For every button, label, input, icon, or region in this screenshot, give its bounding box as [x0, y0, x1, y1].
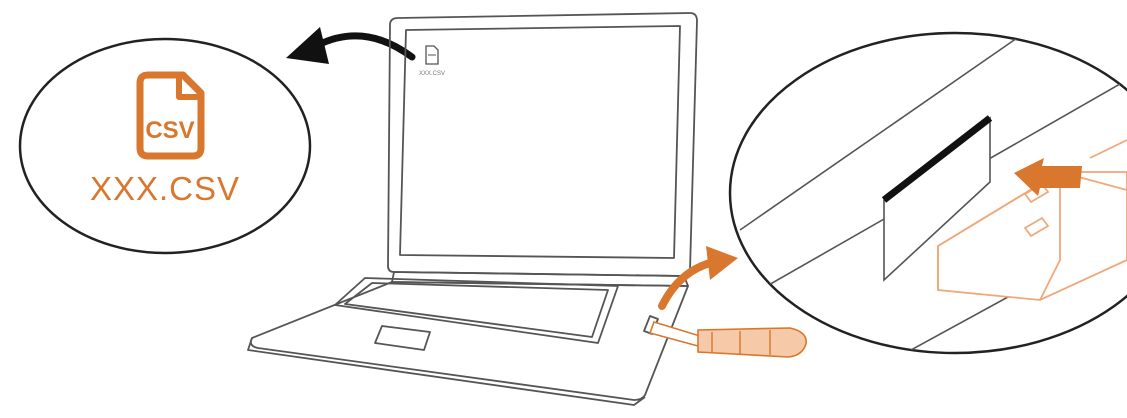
csv-file-zoom-bubble: CSV XXX.CSV [20, 39, 310, 253]
laptop [248, 13, 697, 405]
usb-stick-small [650, 322, 806, 357]
zoom-circle-left [20, 39, 310, 253]
usb-stick-body [698, 328, 806, 357]
laptop-keyboard-inner [345, 283, 608, 337]
csv-filename: XXX.CSV [90, 170, 240, 207]
laptop-screen [400, 26, 680, 258]
usb-port-zoom-bubble [730, 33, 1127, 356]
desktop-file-icon: XXX.CSV [419, 46, 445, 77]
csv-file-icon-label: CSV [145, 117, 194, 144]
laptop-touchpad [375, 326, 430, 350]
usb-stick-connector [650, 322, 700, 346]
laptop-base-edge [248, 338, 645, 405]
desktop-file-label: XXX.CSV [419, 71, 445, 77]
curved-arrow-to-file [286, 27, 412, 64]
laptop-lid [388, 13, 697, 276]
